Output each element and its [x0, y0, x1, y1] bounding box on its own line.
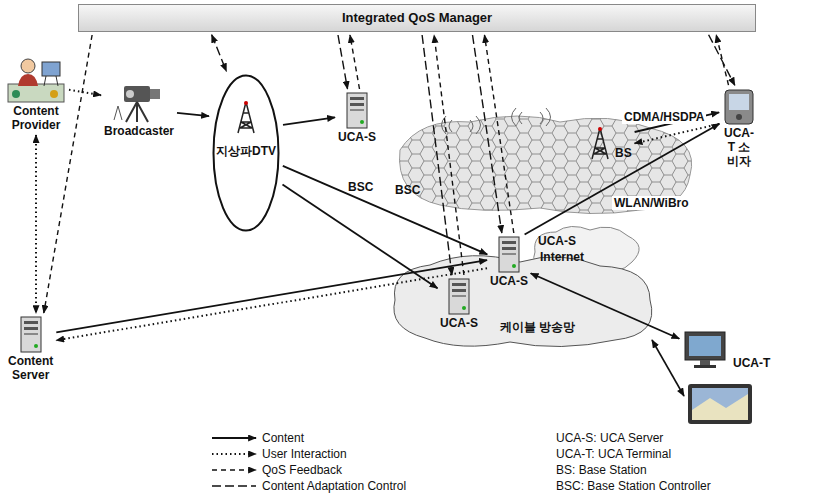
tower-icon: [234, 100, 258, 134]
node-label: Content Provider: [12, 104, 61, 132]
connector: [177, 113, 209, 116]
connector: [485, 35, 514, 233]
node-label: UCA-S: [490, 274, 528, 288]
node-label: UCA-T 소비자: [724, 126, 754, 168]
abbreviation-note: BSC: Base Station Controller: [556, 479, 711, 493]
connector: [212, 35, 227, 71]
node-label: UCA-S: [338, 130, 376, 144]
abbreviation-note: UCA-S: UCA Server: [556, 431, 663, 445]
node-label: Integrated QoS Manager: [342, 11, 492, 25]
uca-server: UCA-S: [338, 92, 376, 144]
base-station: BS: [588, 126, 632, 160]
dtv-ellipse: 지상파DTV: [212, 74, 280, 232]
tv-screen: [688, 384, 752, 424]
radio-waves: [442, 108, 551, 134]
srv-icon: [496, 236, 522, 274]
region-label: BSC: [348, 180, 373, 194]
connector: [635, 124, 720, 143]
cable-to-tv: [652, 340, 684, 396]
connector: [350, 35, 360, 89]
legend-text: Content Adaptation Control: [262, 479, 406, 493]
connector: [56, 268, 487, 340]
node-label: BS: [615, 146, 632, 160]
srv-icon: [446, 278, 472, 316]
node-label: UCA-S: [440, 316, 478, 330]
connector: [338, 35, 348, 89]
connector: [283, 117, 335, 124]
mon-icon: [682, 330, 730, 370]
uca-server: UCA-S: [490, 236, 528, 288]
cp-icon: [6, 54, 66, 104]
uca-server: UCA-S: [440, 278, 478, 330]
content-provider: Content Provider: [6, 54, 66, 132]
region-label: 케이블 방송망: [500, 320, 575, 334]
srv-icon: [344, 92, 370, 130]
connector: [35, 135, 37, 313]
connector: [434, 35, 464, 275]
region-label: UCA-S: [538, 234, 576, 248]
tower-icon: [588, 126, 612, 160]
uca-terminal: UCA-T: [682, 330, 770, 370]
connector: [69, 90, 101, 95]
connector: [56, 260, 487, 332]
legend-text: Content: [262, 431, 304, 445]
edge-label: CDMA/HSDPA: [622, 110, 706, 124]
abbreviation-note: BS: Base Station: [556, 463, 647, 477]
connector: [525, 124, 720, 235]
qos-manager-bar: Integrated QoS Manager: [78, 4, 756, 32]
node-label: UCA-T: [733, 356, 770, 370]
bc-icon: [110, 80, 168, 124]
region-label: BSC: [395, 183, 420, 197]
legend-text: QoS Feedback: [262, 463, 342, 477]
content-server: Content Server: [8, 316, 53, 382]
edge-label: WLAN/WiBro: [612, 196, 691, 210]
legend-text: User Interaction: [262, 447, 347, 461]
connector: [473, 35, 502, 233]
connector: [709, 35, 735, 86]
node-label: Broadcaster: [104, 124, 174, 138]
node-label: 지상파DTV: [216, 144, 276, 158]
broadcaster: Broadcaster: [104, 80, 174, 138]
legend-samples: [212, 438, 256, 486]
node-label: Content Server: [8, 354, 53, 382]
region-label: Internet: [540, 250, 584, 264]
connector: [422, 35, 452, 275]
abbreviation-note: UCA-T: UCA Terminal: [556, 447, 671, 461]
srv-icon: [18, 316, 44, 354]
uca-terminal: UCA-T 소비자: [722, 88, 756, 168]
pda-icon: [722, 88, 756, 126]
connector: [716, 35, 728, 85]
connector: [44, 35, 92, 313]
